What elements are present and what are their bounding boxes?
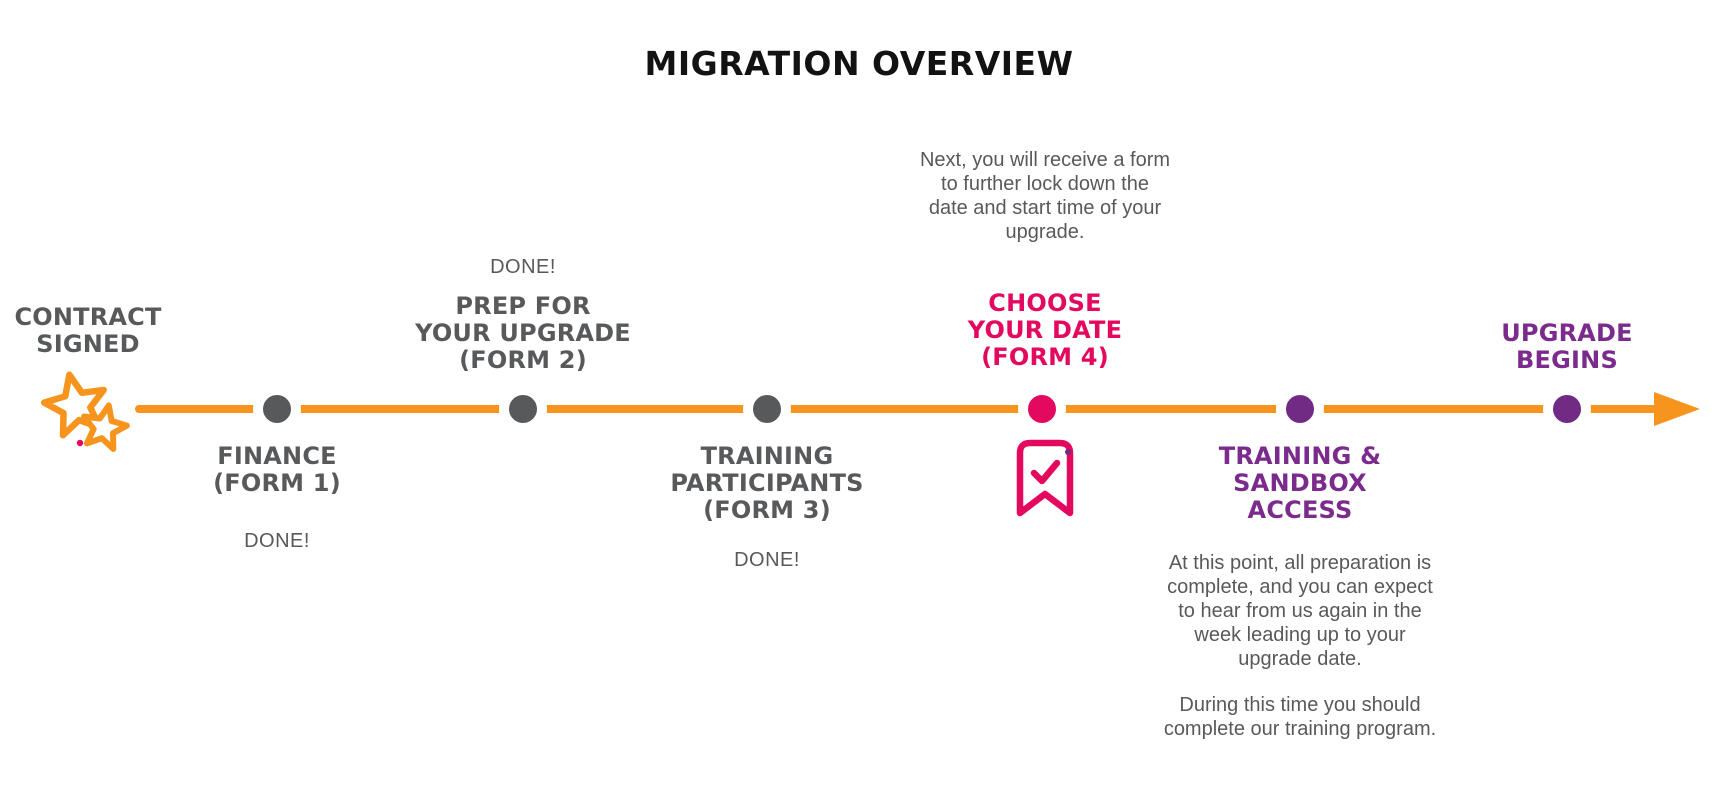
milestone-finance-label: FINANCE (FORM 1) — [213, 442, 341, 497]
milestone-prep-label: PREP FOR YOUR UPGRADE (FORM 2) — [415, 292, 631, 374]
milestone-contract-signed-label: CONTRACT SIGNED — [14, 303, 162, 358]
milestone-choose-date-dot — [1018, 385, 1066, 433]
milestone-sandbox-label: TRAINING & SANDBOX ACCESS — [1218, 442, 1382, 524]
page-title: MIGRATION OVERVIEW — [644, 44, 1074, 83]
milestone-finance-status: DONE! — [244, 530, 310, 552]
milestone-choose-date-label: CHOOSE YOUR DATE (FORM 4) — [967, 289, 1123, 371]
milestone-upgrade-begins-dot — [1543, 385, 1591, 433]
milestone-training-participants-label: TRAINING PARTICIPANTS (FORM 3) — [670, 442, 864, 524]
milestone-training-participants-dot — [743, 385, 791, 433]
timeline-line — [135, 405, 1660, 413]
milestone-training-participants-status: DONE! — [734, 549, 800, 571]
milestone-sandbox-note: At this point, all preparation is comple… — [1163, 552, 1437, 740]
milestone-sandbox-dot — [1276, 385, 1324, 433]
milestone-finance-dot — [253, 385, 301, 433]
milestone-choose-date-note: Next, you will receive a form to further… — [919, 149, 1171, 243]
bookmark-check-icon — [1016, 438, 1074, 523]
milestone-upgrade-begins-label: UPGRADE BEGINS — [1501, 319, 1633, 374]
milestone-prep-dot — [499, 385, 547, 433]
double-star-icon — [36, 364, 132, 465]
milestone-prep-status: DONE! — [490, 256, 556, 278]
timeline-arrowhead-icon — [1654, 392, 1700, 426]
